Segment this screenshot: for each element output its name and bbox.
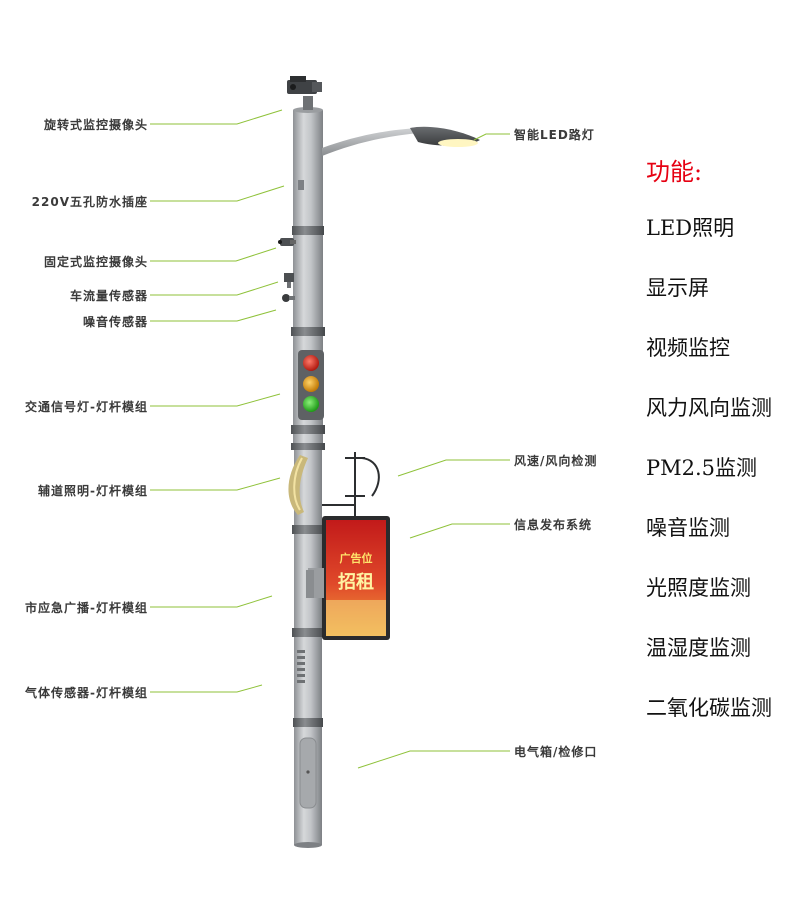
leader-line <box>150 281 279 296</box>
label-traffic-light: 交通信号灯-灯杆模组 <box>25 400 148 414</box>
aux-lighting-icon <box>288 455 308 515</box>
label-electric-box: 电气箱/检修口 <box>514 745 598 759</box>
leader-line <box>150 477 281 491</box>
label-noise-sensor: 噪音传感器 <box>82 315 148 329</box>
label-aux-lighting: 辅道照明-灯杆模组 <box>38 484 148 498</box>
traffic-sensor-icon <box>284 273 294 288</box>
function-item: 二氧化碳监测 <box>646 696 772 720</box>
leader-line <box>150 247 277 262</box>
leader-lines <box>150 109 510 769</box>
leader-line <box>150 309 277 322</box>
function-item: 风力风向监测 <box>646 396 772 420</box>
traffic-light-icon <box>298 350 324 420</box>
leader-line <box>150 393 281 407</box>
leader-line <box>150 185 285 202</box>
wind-sensor-icon <box>322 452 380 518</box>
broadcast-icon <box>306 570 314 598</box>
pole-bands <box>291 226 325 727</box>
label-fixed-camera: 固定式监控摄像头 <box>43 255 148 269</box>
gas-sensor-icon <box>297 650 305 683</box>
function-item: 视频监控 <box>646 336 730 360</box>
function-item: 温湿度监测 <box>646 636 751 660</box>
function-item: PM2.5监测 <box>646 456 758 480</box>
leader-line <box>150 109 283 125</box>
info-screen-icon: 广告位 招租 <box>308 516 390 640</box>
leader-line <box>150 595 273 608</box>
function-item: 光照度监测 <box>646 576 751 600</box>
noise-sensor-icon <box>282 294 295 302</box>
label-traffic-sensor: 车流量传感器 <box>69 289 148 303</box>
label-info-screen: 信息发布系统 <box>514 518 593 532</box>
poster-line2: 招租 <box>338 571 374 593</box>
label-wind: 风速/风向检测 <box>514 454 598 468</box>
leader-line <box>357 750 510 769</box>
label-broadcast: 市应急广播-灯杆模组 <box>25 601 148 615</box>
label-gas-sensor: 气体传感器-灯杆模组 <box>25 686 148 700</box>
led-lamp-icon <box>322 126 480 156</box>
leader-line <box>397 459 510 477</box>
rotating-camera-icon <box>287 76 322 110</box>
function-item: 显示屏 <box>646 276 709 300</box>
label-socket: 220V五孔防水插座 <box>31 195 148 209</box>
socket-icon <box>298 180 304 190</box>
leader-line <box>409 523 510 539</box>
label-rotating-camera: 旋转式监控摄像头 <box>43 118 148 132</box>
function-item: LED照明 <box>646 216 735 240</box>
leader-line <box>150 684 263 693</box>
fixed-camera-icon <box>278 238 296 246</box>
label-led-lamp: 智能LED路灯 <box>514 128 595 142</box>
poster-line1: 广告位 <box>340 551 373 565</box>
electric-box-icon <box>299 737 317 809</box>
functions-title: 功能: <box>646 158 703 186</box>
leader-line <box>473 133 510 141</box>
function-item: 噪音监测 <box>646 516 730 540</box>
